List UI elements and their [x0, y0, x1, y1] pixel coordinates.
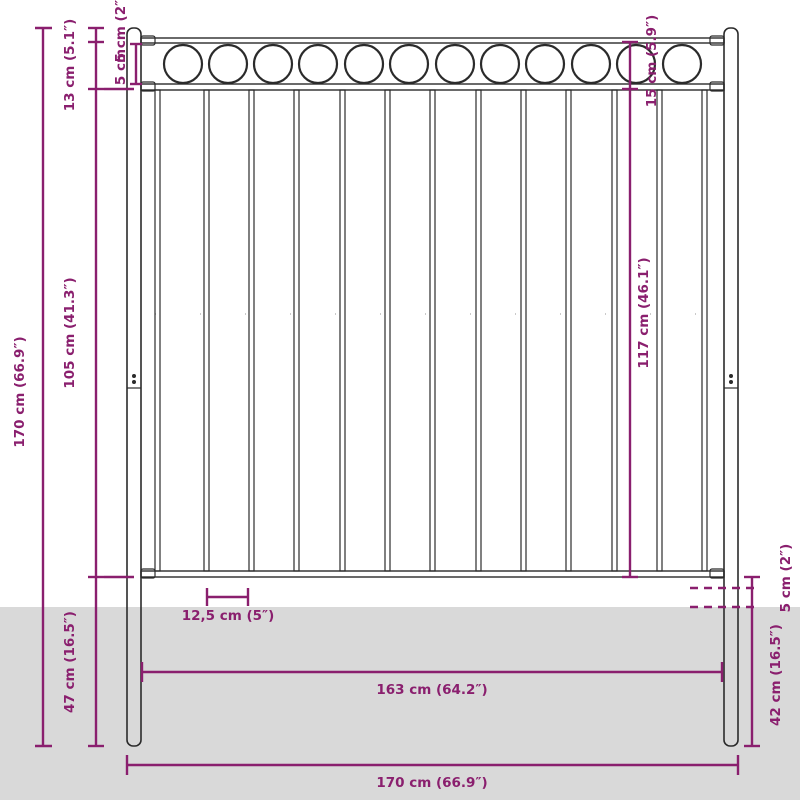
total-height-label: 170 cm (66.9″) — [12, 336, 28, 447]
bar — [611, 89, 618, 572]
ring — [661, 43, 703, 85]
dimension-lines — [35, 26, 760, 775]
ring — [570, 43, 612, 85]
ground-area — [0, 607, 800, 800]
below-ground-label: 47 cm (16.5″) — [62, 611, 78, 713]
bar — [384, 89, 391, 572]
vertical-bars — [154, 89, 708, 572]
ring — [524, 43, 566, 85]
ring — [162, 43, 204, 85]
bracket — [709, 35, 725, 46]
ring — [615, 43, 657, 85]
ring — [207, 43, 249, 85]
right-post — [723, 27, 739, 747]
bar-height-label: 117 cm (46.1″) — [636, 257, 652, 368]
rail-brackets — [140, 35, 725, 579]
bar — [203, 89, 210, 572]
total-width-label: 170 cm (66.9″) — [376, 775, 487, 791]
bar — [429, 89, 436, 572]
dimension-labels: 170 cm (66.9″) 105 cm (41.3″) 47 cm (16.… — [12, 0, 794, 791]
ring — [434, 43, 476, 85]
left-post-bolt — [132, 380, 136, 384]
ring — [479, 43, 521, 85]
panel-height-label: 105 cm (41.3″) — [62, 277, 78, 388]
bar — [248, 89, 255, 572]
right-top-band-label: 15 cm (5.9″) — [644, 15, 660, 108]
top-post-cap-label: 5 cm (2″) — [113, 0, 129, 62]
ring — [252, 43, 294, 85]
right-post-bolt — [729, 374, 733, 378]
bracket — [140, 81, 156, 92]
ground-clearance-label: 5 cm (2″) — [778, 544, 794, 613]
bar — [656, 89, 663, 572]
bar — [565, 89, 572, 572]
right-below-ground-label: 42 cm (16.5″) — [768, 624, 784, 726]
bracket — [140, 35, 156, 46]
bracket — [709, 568, 725, 579]
right-post-bolt — [729, 380, 733, 384]
bracket — [709, 81, 725, 92]
fence-panel — [126, 27, 739, 747]
bar — [475, 89, 482, 572]
bar — [154, 89, 161, 572]
left-post — [126, 27, 142, 747]
bar — [339, 89, 346, 572]
bar — [701, 89, 708, 572]
bar — [520, 89, 527, 572]
ring-gap-label: 5 cm — [113, 49, 129, 85]
ring — [297, 43, 339, 85]
bar — [293, 89, 300, 572]
ring — [343, 43, 385, 85]
left-post-bolt — [132, 374, 136, 378]
panel-width-label: 163 cm (64.2″) — [376, 682, 487, 698]
bracket — [140, 568, 156, 579]
ring — [388, 43, 430, 85]
bar-spacing-label: 12,5 cm (5″) — [182, 608, 275, 624]
ring-band-height-label: 13 cm (5.1″) — [62, 19, 78, 112]
ring-band — [162, 43, 703, 85]
